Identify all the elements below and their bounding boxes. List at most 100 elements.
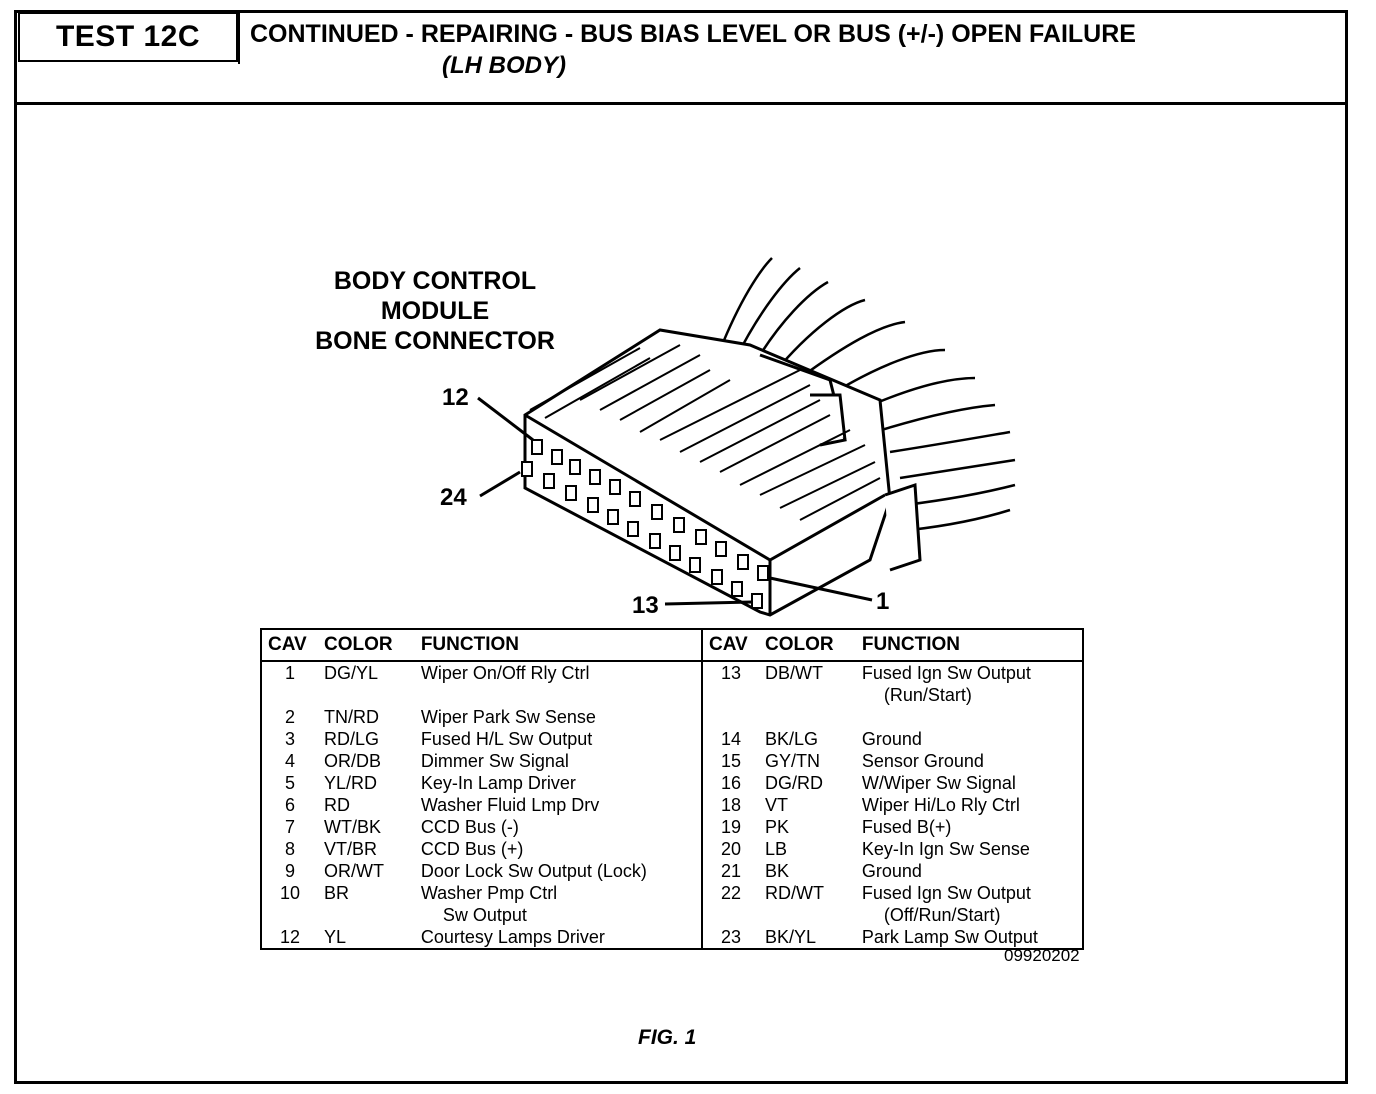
cell-function: Wiper Hi/Lo Rly Ctrl xyxy=(856,794,1083,816)
cell-function xyxy=(856,706,1083,728)
cell-color: DG/RD xyxy=(759,772,856,794)
cell-color xyxy=(759,706,856,728)
cell-cav: 1 xyxy=(261,661,318,706)
function-text: Courtesy Lamps Driver xyxy=(420,927,605,947)
function-text: Park Lamp Sw Output xyxy=(861,927,1038,947)
cell-function: CCD Bus (+) xyxy=(414,838,704,860)
function-text: Door Lock Sw Output (Lock) xyxy=(420,861,647,881)
color-text: RD/WT xyxy=(765,883,824,903)
cav-text: 14 xyxy=(721,729,742,749)
cell-color: YL/RD xyxy=(318,772,415,794)
function-text: CCD Bus (-) xyxy=(420,817,519,837)
cav-text: 9 xyxy=(284,861,295,881)
page-frame xyxy=(14,10,1348,1084)
cell-cav: 9 xyxy=(261,860,318,882)
cav-text: 3 xyxy=(284,729,295,749)
cell-cav: 6 xyxy=(261,794,318,816)
function-text: Key-In Lamp Driver xyxy=(420,773,576,793)
header-cav: CAV xyxy=(702,629,760,662)
table-row: 7 WT/BK CCD Bus (-) 19 PK Fused B(+) xyxy=(261,816,1083,838)
cell-color: BR xyxy=(318,882,415,926)
color-text: OR/WT xyxy=(324,861,384,881)
cell-function: Key-In Lamp Driver xyxy=(414,772,704,794)
header-cav: CAV xyxy=(261,629,318,662)
cell-cav: 23 xyxy=(702,926,759,949)
header-color: COLOR xyxy=(759,629,856,662)
cell-function: W/Wiper Sw Signal xyxy=(856,772,1083,794)
color-text: DG/RD xyxy=(765,773,824,793)
pin-label-1: 1 xyxy=(876,588,890,615)
function-text: Wiper On/Off Rly Ctrl xyxy=(420,663,590,683)
cell-color: VT xyxy=(759,794,856,816)
cell-color: BK/LG xyxy=(759,728,856,750)
color-text: VT/BR xyxy=(324,839,378,859)
cell-function: Ground xyxy=(856,728,1083,750)
header-function: FUNCTION xyxy=(855,629,1083,662)
figure-caption: FIG. 1 xyxy=(638,1026,697,1049)
cav-text: 20 xyxy=(721,839,742,859)
cav-text: 5 xyxy=(284,773,295,793)
cell-cav: 19 xyxy=(702,816,759,838)
color-text: GY/TN xyxy=(765,751,821,771)
color-text: BK xyxy=(765,861,790,881)
cell-color: WT/BK xyxy=(318,816,415,838)
cav-text: 12 xyxy=(279,927,301,947)
cell-cav: 18 xyxy=(702,794,759,816)
function-text: Ground xyxy=(861,861,922,881)
function-text: Fused Ign Sw Output xyxy=(861,883,1031,903)
function-text: Fused H/L Sw Output xyxy=(420,729,593,749)
cell-color: BK xyxy=(759,860,856,882)
cav-text: 7 xyxy=(284,817,295,837)
color-text: DB/WT xyxy=(765,663,824,683)
function-text: Wiper Park Sw Sense xyxy=(420,707,596,727)
cell-cav: 2 xyxy=(261,706,318,728)
cell-cav xyxy=(702,706,759,728)
color-text: DG/YL xyxy=(324,663,379,683)
function-text: Fused B(+) xyxy=(861,817,952,837)
function-text: Key-In Ign Sw Sense xyxy=(861,839,1030,859)
cell-cav: 14 xyxy=(702,728,759,750)
cell-cav: 13 xyxy=(702,661,759,706)
function-text: Washer Fluid Lmp Drv xyxy=(420,795,600,815)
function-text: Sensor Ground xyxy=(861,751,984,771)
cav-text: 8 xyxy=(284,839,295,859)
function-text: Wiper Hi/Lo Rly Ctrl xyxy=(861,795,1020,815)
cell-cav: 3 xyxy=(261,728,318,750)
connector-title: BODY CONTROL MODULE BONE CONNECTOR xyxy=(300,266,570,356)
cell-color: PK xyxy=(759,816,856,838)
cell-color: VT/BR xyxy=(318,838,415,860)
cell-color: RD xyxy=(318,794,415,816)
function-text: W/Wiper Sw Signal xyxy=(861,773,1016,793)
color-text: WT/BK xyxy=(324,817,381,837)
pin-callout-lines xyxy=(477,396,873,606)
cell-function: Ground xyxy=(856,860,1083,882)
cell-function: Key-In Ign Sw Sense xyxy=(856,838,1083,860)
function-text: Washer Pmp Ctrl xyxy=(420,883,558,903)
function-text: Ground xyxy=(861,729,922,749)
color-text: BK/LG xyxy=(765,729,819,749)
figure-id: 09920202 xyxy=(1004,946,1080,965)
connector-title-line: BONE CONNECTOR xyxy=(315,327,555,355)
cell-cav: 10 xyxy=(261,882,318,926)
cell-function: Courtesy Lamps Driver xyxy=(414,926,704,949)
function-text: CCD Bus (+) xyxy=(420,839,524,859)
color-text: PK xyxy=(765,817,790,837)
function-continuation: Sw Output xyxy=(442,905,527,925)
page-title: CONTINUED - REPAIRING - BUS BIAS LEVEL O… xyxy=(250,20,1136,48)
header-divider xyxy=(238,12,240,64)
function-continuation: (Off/Run/Start) xyxy=(883,905,1001,925)
header-rule xyxy=(16,102,1346,105)
cav-text: 23 xyxy=(721,927,742,947)
color-text: YL xyxy=(324,927,347,947)
pin-label-12: 12 xyxy=(442,384,469,411)
